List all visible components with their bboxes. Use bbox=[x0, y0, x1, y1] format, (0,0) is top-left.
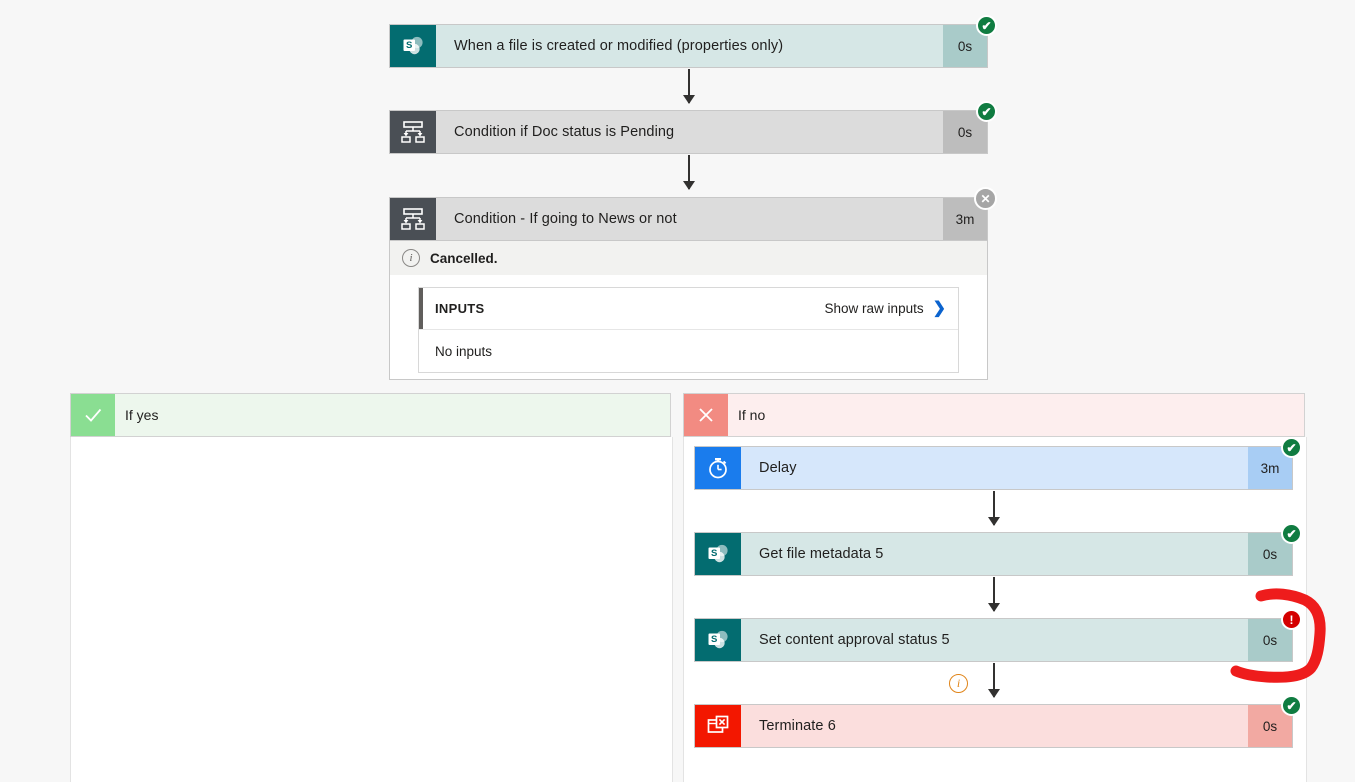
flow-step-title: Condition if Doc status is Pending bbox=[454, 124, 675, 140]
sharepoint-icon: S bbox=[695, 619, 741, 661]
flow-step-title: Condition - If going to News or not bbox=[454, 211, 677, 227]
branch-header-yes[interactable]: If yes bbox=[70, 393, 671, 437]
flow-action-set-content-approval-status-5[interactable]: S Set content approval status 5 0s bbox=[694, 618, 1293, 662]
svg-text:S: S bbox=[711, 548, 717, 559]
stopwatch-icon bbox=[695, 447, 741, 489]
flow-action-get-file-metadata-5[interactable]: S Get file metadata 5 0s bbox=[694, 532, 1293, 576]
svg-text:S: S bbox=[406, 40, 412, 51]
branch-header-no[interactable]: If no bbox=[683, 393, 1305, 437]
flow-step-trigger[interactable]: S When a file is created or modified (pr… bbox=[389, 24, 988, 68]
status-badge-error: ! bbox=[1281, 609, 1302, 630]
check-icon bbox=[71, 394, 115, 436]
branch-label-no: If no bbox=[738, 407, 766, 423]
flow-action-duration: 0s bbox=[1248, 533, 1292, 575]
chevron-right-icon: ❯ bbox=[932, 299, 946, 317]
flow-step-condition-news[interactable]: Condition - If going to News or not 3m bbox=[389, 197, 988, 241]
terminate-icon bbox=[695, 705, 741, 747]
svg-text:S: S bbox=[711, 634, 717, 645]
status-badge-success: ✔ bbox=[1281, 437, 1302, 458]
condition-icon bbox=[390, 198, 436, 240]
flow-action-terminate-6[interactable]: Terminate 6 0s bbox=[694, 704, 1293, 748]
flow-action-title: Delay bbox=[759, 460, 797, 476]
close-icon bbox=[684, 394, 728, 436]
flow-action-delay[interactable]: Delay 3m bbox=[694, 446, 1293, 490]
connector-arrow bbox=[993, 663, 995, 697]
branch-scope-yes bbox=[70, 437, 673, 782]
inputs-header: INPUTS Show raw inputs ❯ bbox=[419, 288, 958, 330]
show-raw-inputs-label: Show raw inputs bbox=[824, 301, 924, 316]
status-badge-success: ✔ bbox=[1281, 695, 1302, 716]
flow-action-title: Get file metadata 5 bbox=[759, 546, 884, 562]
condition-icon bbox=[390, 111, 436, 153]
flow-action-title: Set content approval status 5 bbox=[759, 632, 950, 648]
connector-arrow bbox=[688, 155, 690, 189]
info-icon: i bbox=[402, 249, 420, 267]
connector-arrow bbox=[993, 491, 995, 525]
inputs-body: No inputs bbox=[435, 343, 493, 359]
connector-arrow bbox=[993, 577, 995, 611]
info-icon[interactable]: i bbox=[949, 674, 968, 693]
status-badge-cancelled: ✕ bbox=[974, 187, 997, 210]
status-banner: i Cancelled. bbox=[390, 241, 987, 275]
status-badge-success: ✔ bbox=[976, 15, 997, 36]
status-banner-text: Cancelled. bbox=[430, 250, 498, 266]
inputs-section: INPUTS Show raw inputs ❯ No inputs bbox=[418, 287, 959, 373]
sharepoint-icon: S bbox=[695, 533, 741, 575]
inputs-label: INPUTS bbox=[435, 301, 485, 316]
flow-action-title: Terminate 6 bbox=[759, 718, 836, 734]
flow-step-title: When a file is created or modified (prop… bbox=[454, 38, 784, 54]
status-badge-success: ✔ bbox=[1281, 523, 1302, 544]
show-raw-inputs-button[interactable]: Show raw inputs ❯ bbox=[824, 299, 946, 317]
condition-detail-panel: i Cancelled. INPUTS Show raw inputs ❯ No… bbox=[389, 241, 988, 380]
flow-step-condition-pending[interactable]: Condition if Doc status is Pending 0s bbox=[389, 110, 988, 154]
status-badge-success: ✔ bbox=[976, 101, 997, 122]
connector-arrow bbox=[688, 69, 690, 103]
branch-label-yes: If yes bbox=[125, 407, 159, 423]
sharepoint-icon: S bbox=[390, 25, 436, 67]
